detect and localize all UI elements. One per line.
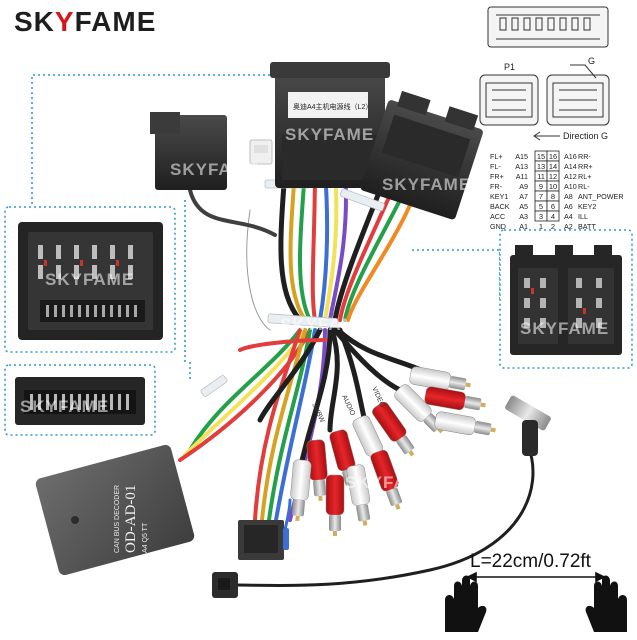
rca-plug <box>325 474 345 536</box>
rca-plug <box>306 439 328 502</box>
pin-code-right: A16 <box>564 152 577 161</box>
rca-plug <box>370 449 402 510</box>
connector-closeup-small <box>4 364 156 436</box>
connector-closeup-right <box>499 229 633 369</box>
pin-name-right: RR- <box>578 152 591 161</box>
rca-plug <box>346 464 371 526</box>
antenna-connector <box>505 395 551 456</box>
pin-name-right: RR+ <box>578 162 593 171</box>
rca-plug <box>409 366 471 391</box>
connector-line-drawing <box>479 6 610 141</box>
pin-number-left: 7 <box>539 192 543 201</box>
pin-name-right: ILL <box>578 212 588 221</box>
watermark-text: SKYFAME <box>20 397 109 416</box>
pin-code-left: A5 <box>519 202 528 211</box>
watermark-text: SKYFAME <box>170 160 259 179</box>
rca-plug <box>424 386 486 411</box>
direction-label: Direction G <box>563 131 608 141</box>
pin-code-right: A8 <box>564 192 573 201</box>
pin-name-left: BACK <box>490 202 510 211</box>
pin-number-left: 15 <box>537 152 545 161</box>
pin-code-left: A11 <box>516 172 528 181</box>
decoder-line3: A4 Q5 TT <box>142 522 149 553</box>
pin-number-right: 16 <box>549 152 557 161</box>
pin-name-left: FR- <box>490 182 503 191</box>
watermark-text: SKYFAME <box>345 473 434 492</box>
pin-name-right: KEY2 <box>578 202 596 211</box>
brand-logo: SKYFAME <box>14 6 157 37</box>
watermark-text: SKYFAME <box>285 125 374 144</box>
pin-number-right: 6 <box>551 202 555 211</box>
pin-code-right: A14 <box>564 162 577 171</box>
pin-name-left: ACC <box>490 212 505 221</box>
hand-icon <box>445 575 487 632</box>
watermark-text: SKYFAME <box>280 315 369 334</box>
pin-code-left: A13 <box>515 162 528 171</box>
watermark-text: SKYFAME <box>382 175 471 194</box>
pin-number-right: 14 <box>549 162 557 171</box>
watermarks: SKYFAME SKYFAME SKYFAME SKYFAME SKYFAME … <box>20 125 609 492</box>
pin-code-right: A2 <box>564 222 573 231</box>
pin-name-left: FR+ <box>490 172 504 181</box>
pin-name-right: ANT_POWER <box>578 192 624 201</box>
pin-code-left: A7 <box>519 192 528 201</box>
pin-number-left: 9 <box>539 182 543 191</box>
pin-code-left: A9 <box>519 182 528 191</box>
pin-name-left: FL- <box>490 162 501 171</box>
pin-name-left: KEY1 <box>490 192 508 201</box>
pin-code-right: A4 <box>564 212 573 221</box>
pin-number-right: 2 <box>551 222 555 231</box>
pin-name-left: FL+ <box>490 152 503 161</box>
main-connector-top: 奥迪A4主机电源线（L2） <box>270 62 390 188</box>
hand-icon <box>585 575 627 632</box>
wire-harness <box>178 167 535 588</box>
pin-number-right: 4 <box>551 212 555 221</box>
pin-name-right: RL- <box>578 182 590 191</box>
connector-closeup-left <box>4 206 176 353</box>
pin-code-left: A15 <box>515 152 528 161</box>
pin-number-left: 1 <box>539 222 543 231</box>
pin-code-right: A12 <box>564 172 577 181</box>
pin-number-left: 3 <box>539 212 543 221</box>
connector-label: 奥迪A4主机电源线（L2） <box>293 102 372 111</box>
rca-plug <box>290 459 312 522</box>
connector-right <box>360 90 483 220</box>
blue-pin <box>283 528 289 550</box>
decoder-line2: OD-AD-01 <box>123 485 139 553</box>
rca-label: VIDEO <box>370 386 386 409</box>
decoder-line1: CAN BUS DECODER <box>114 485 121 553</box>
pin-number-right: 12 <box>549 172 557 181</box>
pin-code-left: A3 <box>519 212 528 221</box>
pin-code-right: A10 <box>564 182 577 191</box>
watermark-text: SKYFAME <box>520 319 609 338</box>
connector-left <box>150 112 227 190</box>
rca-plug <box>372 401 415 457</box>
antenna-plug <box>212 572 238 598</box>
plug-label-g: G <box>588 56 595 66</box>
plug-label-p1: P1 <box>504 62 515 72</box>
rca-plug <box>434 411 496 436</box>
decoder-box: CAN BUS DECODER OD-AD-01 A4 Q5 TT <box>35 444 195 576</box>
pin-code-left: A1 <box>519 222 528 231</box>
pin-name-left: GND <box>490 222 506 231</box>
rca-label: AUDIO <box>340 394 356 418</box>
pin-grid <box>534 150 560 222</box>
cable-length-label: L=22cm/0.72ft <box>470 551 591 572</box>
pin-number-right: 10 <box>549 182 557 191</box>
watermark-text: SKYFAME <box>45 270 134 289</box>
pin-number-left: 11 <box>537 172 545 181</box>
measure-line <box>466 571 606 583</box>
bottom-connector <box>238 520 284 560</box>
pin-name-right: BATT <box>578 222 596 231</box>
white-plug <box>249 139 273 165</box>
pin-number-left: 5 <box>539 202 543 211</box>
pin-number-left: 13 <box>537 162 545 171</box>
pin-code-right: A6 <box>564 202 573 211</box>
pin-number-right: 8 <box>551 192 555 201</box>
pin-name-right: RL+ <box>578 172 591 181</box>
